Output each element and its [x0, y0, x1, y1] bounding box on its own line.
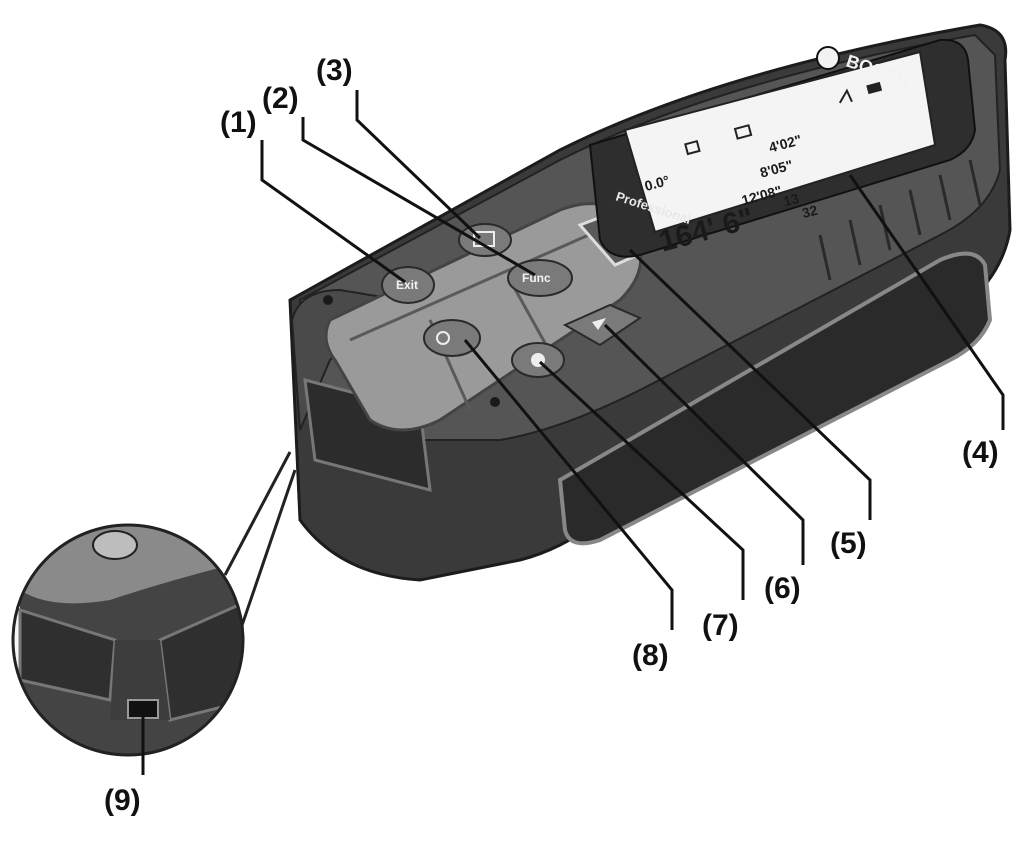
callout-8: (8) — [632, 639, 669, 672]
callout-4: (4) — [962, 436, 999, 469]
settings-button[interactable] — [511, 342, 565, 378]
mode-icon — [733, 124, 753, 140]
callout-1: (1) — [220, 106, 257, 139]
triangle-icon — [592, 318, 606, 330]
callout-5: (5) — [830, 527, 867, 560]
memory-button[interactable] — [458, 223, 512, 257]
side-grip — [557, 251, 993, 546]
callout-7: (7) — [702, 609, 739, 642]
side-measure-button[interactable] — [562, 303, 643, 347]
leader-lines — [141, 90, 1005, 775]
rangefinder-device: Exit Func — [288, 23, 1012, 582]
screw-holes — [323, 295, 500, 407]
exit-button-label: Exit — [396, 278, 418, 292]
callout-9: (9) — [104, 784, 141, 817]
callout-6: (6) — [764, 572, 801, 605]
bosch-logo-icon — [816, 46, 840, 70]
zoom-connector-2 — [235, 469, 297, 641]
memory-small-icon — [684, 139, 701, 156]
power-icon — [436, 331, 450, 345]
power-button[interactable] — [423, 319, 481, 357]
zoom-detail — [11, 451, 297, 757]
zoom-circle-border — [11, 523, 245, 757]
func-button-label: Func — [522, 271, 551, 285]
lcd-fraction-numerator: 13 — [781, 190, 800, 210]
leader-line-6 — [603, 323, 805, 565]
callout-labels: (1) (2) (3) (4) (5) (6) (7) (8) (9) — [104, 54, 999, 817]
callout-3: (3) — [316, 54, 353, 87]
leader-line-8 — [463, 339, 674, 630]
leader-line-5 — [628, 248, 872, 520]
lcd-fraction-denominator: 32 — [800, 202, 819, 222]
lcd-screen — [623, 50, 937, 234]
lcd-angle: 0.0° — [643, 172, 671, 194]
leader-line-3 — [355, 90, 482, 240]
zoom-connector-1 — [223, 451, 292, 576]
leader-line-4 — [848, 174, 1005, 430]
leader-line-1 — [260, 140, 406, 284]
leader-line-7 — [538, 360, 745, 600]
callout-2: (2) — [262, 82, 299, 115]
bluetooth-icon — [838, 88, 853, 104]
leader-line-2 — [301, 117, 536, 277]
battery-icon — [866, 81, 883, 95]
